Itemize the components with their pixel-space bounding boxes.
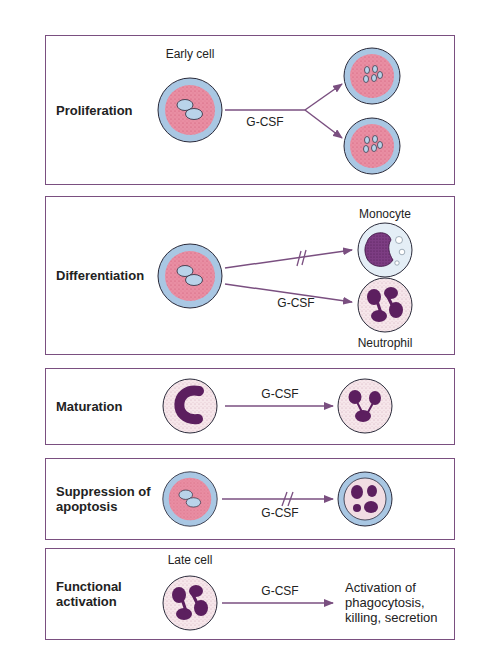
cell-label: Neutrophil (358, 336, 413, 351)
panel-heading: Proliferation (56, 103, 156, 118)
cytokine-label: G-CSF (261, 506, 298, 521)
block-mark (297, 251, 301, 266)
cytokine-label: G-CSF (261, 584, 298, 599)
effect-panel: Suppression of apoptosis (45, 458, 455, 540)
arrow-line (305, 110, 342, 138)
panel-heading: Differentiation (56, 268, 156, 283)
apoptotic-cell (338, 472, 392, 526)
block-mark (288, 492, 293, 506)
arrow-line (305, 84, 342, 110)
arrow-line (225, 109, 305, 111)
cell-label: Monocyte (359, 207, 411, 222)
daughter-cell (344, 48, 400, 104)
cell-label: Early cell (166, 47, 215, 62)
early-cell (163, 472, 217, 526)
panel-heading: Functional activation (56, 579, 156, 609)
arrow-line (225, 250, 352, 268)
cytokine-label: G-CSF (246, 115, 283, 130)
cytokine-label: G-CSF (261, 387, 298, 402)
early-cell (158, 244, 222, 308)
late-cell (163, 576, 217, 630)
monocyte-cell (358, 223, 412, 277)
cell-label: Late cell (168, 553, 213, 568)
panel-heading: Maturation (56, 399, 156, 414)
outcome-text: Activation of phagocytosis, killing, sec… (345, 580, 457, 625)
arrow-line (225, 405, 333, 407)
cytokine-label: G-CSF (277, 296, 314, 311)
neutrophil-cell (358, 278, 412, 332)
block-mark (282, 492, 287, 506)
arrow-line (222, 498, 333, 500)
arrow-line (222, 602, 333, 604)
effect-panel: Proliferation (45, 35, 455, 185)
block-mark (302, 250, 306, 265)
mature-neutrophil (338, 379, 392, 433)
band-cell (163, 379, 217, 433)
early-cell (158, 78, 222, 142)
effect-panel: Maturation (45, 368, 455, 445)
panel-heading: Suppression of apoptosis (56, 484, 156, 514)
daughter-cell (344, 118, 400, 174)
